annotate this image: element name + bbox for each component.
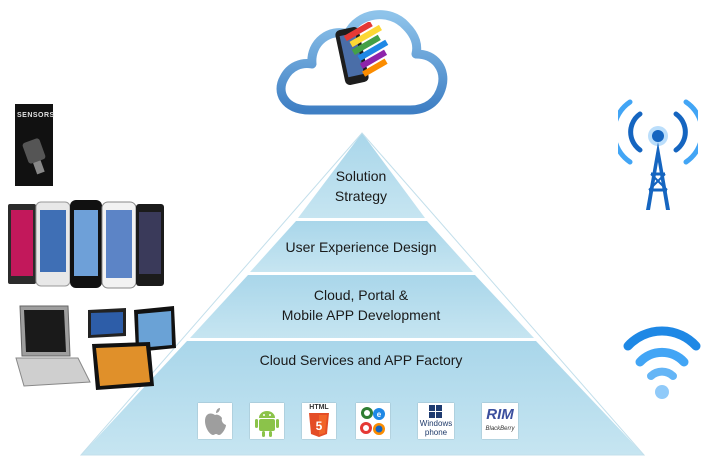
pyramid-tier-3	[190, 275, 534, 338]
svg-text:5: 5	[316, 419, 323, 433]
pyramid-tier-1	[298, 133, 425, 218]
sensors-card-image: SENSORS	[15, 104, 55, 186]
wifi-icon	[623, 326, 701, 399]
rim-caption: RIM	[486, 406, 514, 423]
tier-2-label: User Experience Design	[285, 239, 437, 255]
tier-4-label: Cloud Services and APP Factory	[259, 352, 463, 368]
windows-phone-caption-line1: Windows	[419, 419, 453, 428]
tier-3-label-line1: Cloud, Portal &	[313, 287, 409, 303]
smartphones-image	[8, 200, 164, 289]
tier-3-label-line2: Mobile APP Development	[281, 307, 441, 323]
svg-text:e: e	[377, 410, 382, 419]
rim-blackberry-icon: RIM BlackBerry	[482, 403, 518, 439]
windows-phone-icon: Windows phone	[418, 403, 454, 439]
tier-1-label-line1: Solution	[335, 168, 387, 184]
apple-icon	[198, 403, 232, 439]
windows-phone-caption-line2: phone	[424, 428, 448, 437]
browsers-icon: e	[356, 403, 390, 439]
laptop-tablets-image	[15, 305, 176, 390]
html5-icon: HTML 5	[302, 403, 336, 439]
tier-1-label-line2: Strategy	[334, 188, 388, 204]
pyramid-tier-2	[250, 221, 473, 272]
blackberry-caption: BlackBerry	[485, 426, 515, 432]
android-icon	[250, 403, 284, 439]
smartphone-apps-icon	[335, 22, 389, 85]
html5-caption: HTML	[309, 404, 329, 411]
cell-tower-icon	[618, 99, 698, 210]
sensors-card-text: SENSORS	[17, 112, 55, 119]
